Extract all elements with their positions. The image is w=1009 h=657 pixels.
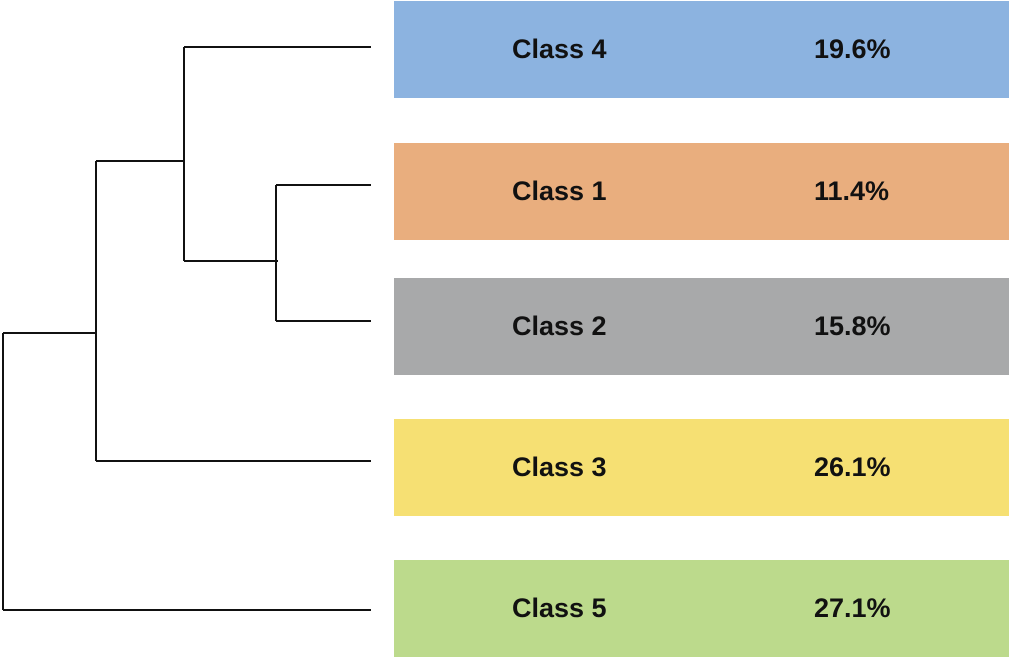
class-percentage: 26.1% (814, 452, 891, 482)
class-percentage: 19.6% (814, 34, 891, 64)
class-label: Class 4 (512, 34, 607, 64)
class-bar-3: Class 3 26.1% (394, 419, 1009, 516)
class-label: Class 5 (512, 593, 607, 623)
class-bar-2: Class 2 15.8% (394, 278, 1009, 375)
class-label: Class 1 (512, 176, 607, 206)
class-bar-1: Class 1 11.4% (394, 143, 1009, 240)
class-percentage: 15.8% (814, 311, 891, 341)
class-label: Class 3 (512, 452, 607, 482)
class-bar-5: Class 5 27.1% (394, 560, 1009, 657)
class-label: Class 2 (512, 311, 607, 341)
class-percentage: 27.1% (814, 593, 891, 623)
class-bar-4: Class 4 19.6% (394, 1, 1009, 98)
class-percentage: 11.4% (814, 176, 890, 206)
